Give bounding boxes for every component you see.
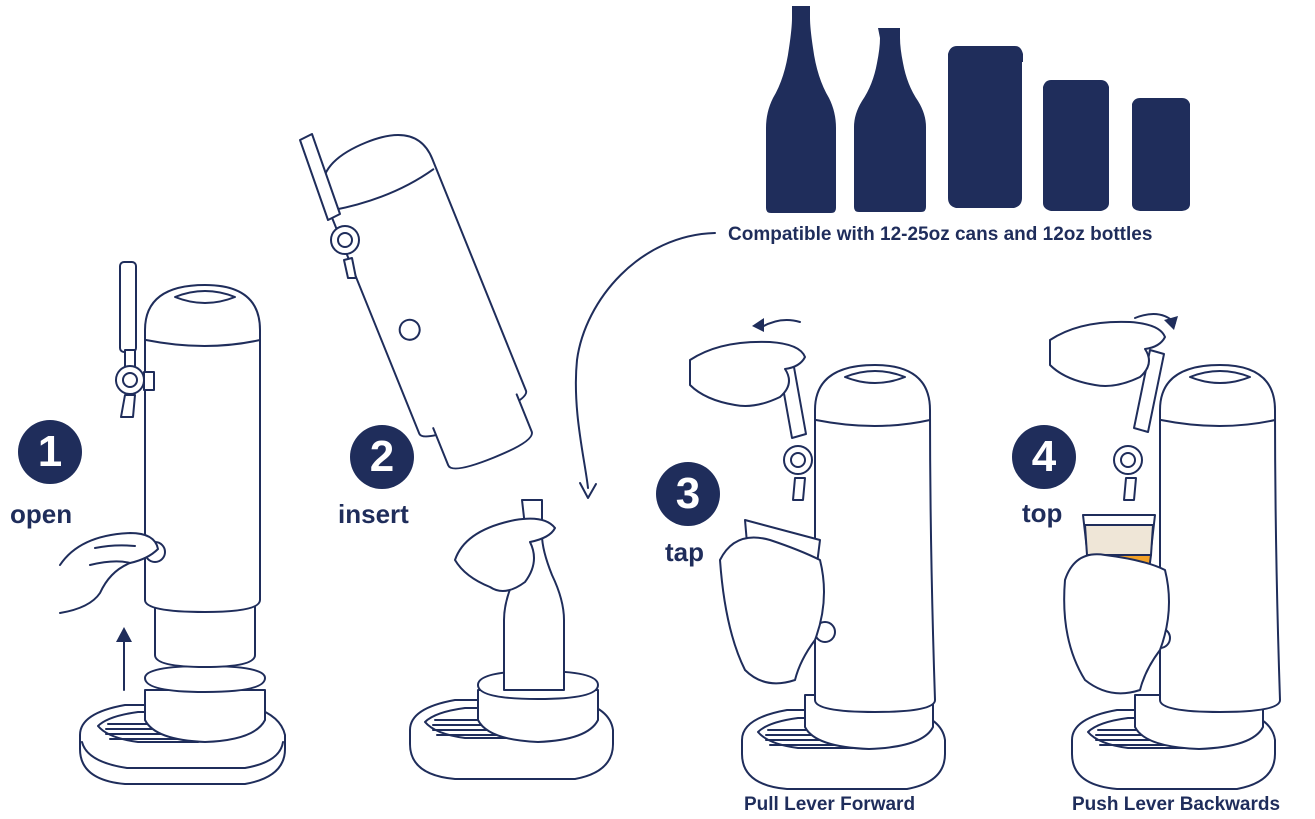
step-2-label: insert	[338, 499, 409, 530]
medium-can-icon	[1043, 80, 1109, 211]
step-4-illustration	[1050, 314, 1280, 789]
tall-bottle-icon	[766, 6, 836, 213]
tall-can-icon	[948, 46, 1023, 208]
step-3-caption: Pull Lever Forward	[744, 794, 915, 816]
container-silhouettes	[766, 6, 1190, 213]
step-1-badge: 1	[18, 420, 82, 484]
step-1-illustration	[60, 262, 285, 784]
short-bottle-icon	[854, 28, 926, 212]
step-2-badge: 2	[350, 425, 414, 489]
compatibility-label: Compatible with 12-25oz cans and 12oz bo…	[728, 224, 1152, 246]
foam-fill	[1085, 525, 1153, 555]
step-2-illustration	[300, 122, 613, 779]
step-1-label: open	[10, 499, 72, 530]
step-3-badge: 3	[656, 462, 720, 526]
short-can-icon	[1132, 98, 1190, 211]
step-3-illustration	[690, 318, 945, 789]
step-4-label: top	[1022, 498, 1062, 529]
step-3-label: tap	[665, 537, 704, 568]
step-4-badge: 4	[1012, 425, 1076, 489]
step-4-caption: Push Lever Backwards	[1072, 794, 1280, 816]
